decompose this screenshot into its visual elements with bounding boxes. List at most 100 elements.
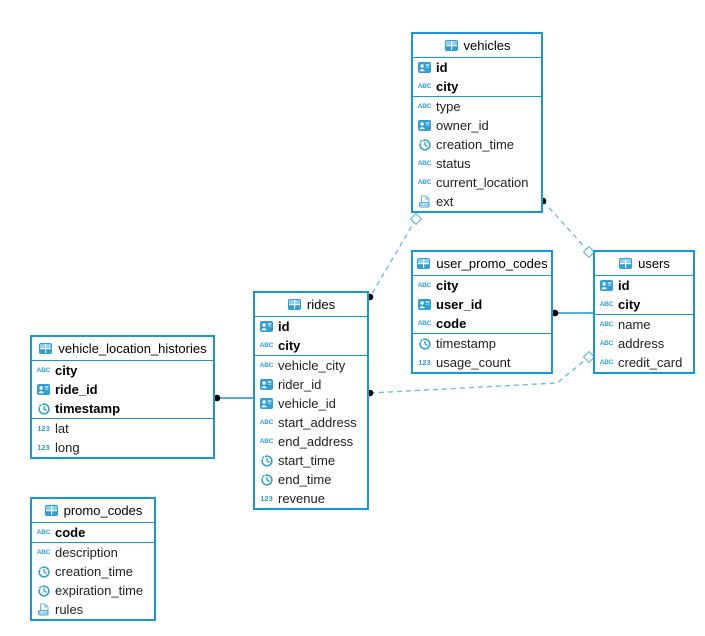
column-name: city [618,297,641,312]
column-name: name [618,317,651,332]
column-row: id [255,317,367,336]
svg-text:JSON: JSON [419,203,429,207]
number-icon: 123 [37,443,50,452]
column-name: address [618,336,665,351]
id-badge-icon [36,384,51,395]
number-icon: 123 [37,424,50,433]
column-row: start_time [255,451,367,470]
column-row: ABC code [32,523,154,542]
column-name: rider_id [278,377,322,392]
table-title: promo_codes [63,503,143,518]
column-row: vehicle_id [255,394,367,413]
relationship-vehicle_location_histories-to-rides[interactable] [213,394,255,402]
table-header[interactable]: vehicles [413,34,541,58]
table-header[interactable]: users [595,252,693,276]
column-name: expiration_time [55,583,144,598]
json-icon: JSON [36,603,51,616]
column-name: timestamp [436,336,496,351]
abc-icon: ABC [259,362,274,369]
relationship-line[interactable] [542,200,590,253]
column-name: city [436,79,459,94]
column-name: timestamp [55,401,121,416]
column-row: id [595,276,693,295]
column-row: timestamp [413,334,551,353]
table-header[interactable]: user_promo_codes [413,252,551,276]
column-name: end_address [278,434,354,449]
column-row: ABC start_address [255,413,367,432]
relationship-line[interactable] [369,218,417,298]
one-end-dot-marker [213,394,221,402]
id-badge-icon [417,62,432,73]
clock-icon [36,402,51,415]
svg-text:JSON: JSON [38,611,48,615]
column-name: current_location [436,175,529,190]
abc-icon: ABC [36,529,51,536]
number-icon: 123 [260,494,273,503]
table-header[interactable]: rides [255,293,367,317]
column-name: city [436,278,459,293]
column-name: revenue [278,491,325,506]
abc-icon: ABC [36,549,51,556]
one-end-dot-marker [551,309,559,317]
relationship-user_promo_codes-to-users[interactable] [551,309,594,317]
table-icon [444,40,459,51]
column-name: id [436,60,448,75]
column-row: end_time [255,470,367,489]
column-row: user_id [413,295,551,314]
column-name: vehicle_city [278,358,346,373]
column-row: id [413,58,541,77]
clock-icon [417,138,432,151]
column-name: start_address [278,415,357,430]
abc-icon: ABC [259,419,274,426]
clock-icon [36,565,51,578]
relationship-vehicles-to-users[interactable] [539,197,596,259]
column-row: ABC vehicle_city [255,356,367,375]
column-row: creation_time [413,135,541,154]
table-title: vehicles [463,38,511,53]
column-name: code [55,525,86,540]
column-row: owner_id [413,116,541,135]
column-name: rules [55,602,84,617]
abc-icon: ABC [599,340,614,347]
table-header[interactable]: promo_codes [32,499,154,523]
table-header[interactable]: vehicle_location_histories [32,337,213,361]
column-name: creation_time [55,564,134,579]
abc-icon: ABC [36,367,51,374]
abc-icon: ABC [259,342,274,349]
abc-icon: ABC [417,320,432,327]
table-title: users [638,256,670,271]
id-badge-icon [259,379,274,390]
json-icon: JSON [417,195,432,208]
column-row: ABC city [413,276,551,295]
column-name: user_id [436,297,483,312]
table-title: vehicle_location_histories [58,341,207,356]
clock-icon [36,584,51,597]
column-name: lat [55,421,69,436]
abc-icon: ABC [417,282,432,289]
column-name: city [278,338,301,353]
clock-icon [259,454,274,467]
column-name: id [278,319,290,334]
column-name: creation_time [436,137,515,152]
